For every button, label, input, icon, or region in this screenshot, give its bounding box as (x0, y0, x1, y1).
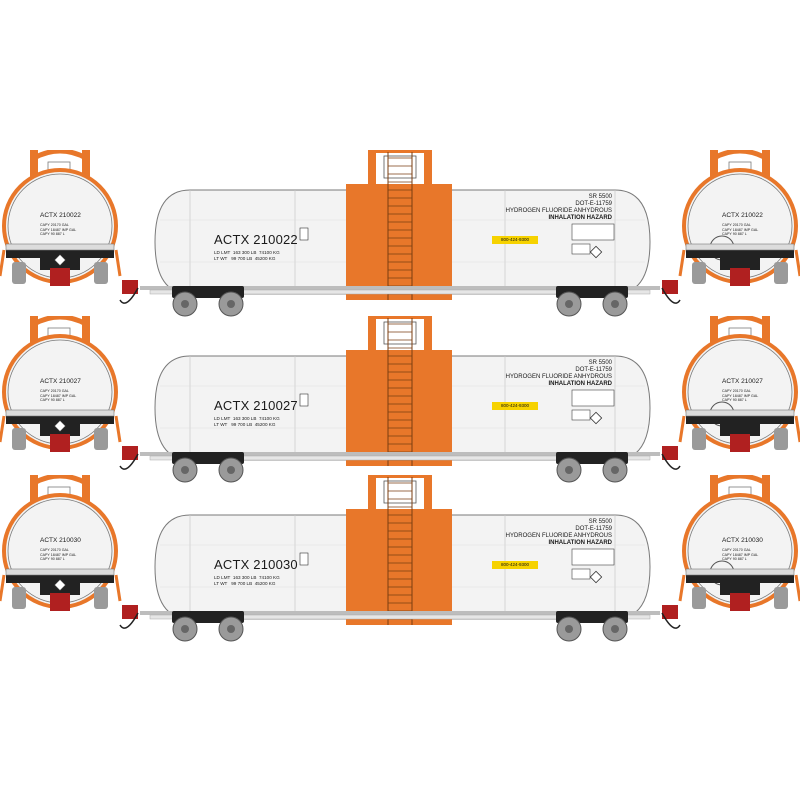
end-capacity-right: CAPY 20170 GAL CAPY 18487 IMP GAL CAPY 9… (722, 548, 759, 561)
end-reporting-mark-left: ACTX 210030 (40, 537, 81, 544)
end-reporting-mark-right: ACTX 210022 (722, 212, 763, 219)
tank-car-drawing (0, 475, 800, 642)
end-view-left (0, 316, 122, 452)
end-reporting-mark-left: ACTX 210027 (40, 378, 81, 385)
end-view-right (678, 316, 800, 452)
end-capacity-right: CAPY 20170 GAL CAPY 18487 IMP GAL CAPY 9… (722, 389, 759, 402)
side-view (119, 316, 681, 483)
emergency-phone-placard: 800-424-9300 (492, 402, 538, 410)
tank-car-row: ACTX 210027 LD LMT 163 300 LB 74100 KG L… (0, 316, 800, 486)
side-view (119, 150, 681, 317)
end-view-right (678, 475, 800, 611)
side-view (119, 475, 681, 642)
end-reporting-mark-left: ACTX 210022 (40, 212, 81, 219)
hazmat-stencil: SR 5500 DOT-E-11759 HYDROGEN FLUORIDE AN… (505, 519, 612, 546)
end-capacity-left: CAPY 20170 GAL CAPY 18487 IMP GAL CAPY 9… (40, 548, 77, 561)
weight-block: LD LMT 163 300 LB 74100 KG LT WT 99 700 … (214, 575, 280, 586)
end-view-right (678, 150, 800, 286)
tank-car-row: ACTX 210030 LD LMT 163 300 LB 74100 KG L… (0, 475, 800, 645)
tank-car-row: ACTX 210022 LD LMT 163 300 LB 74100 KG L… (0, 150, 800, 320)
hazmat-stencil: SR 5500 DOT-E-11759 HYDROGEN FLUORIDE AN… (505, 360, 612, 387)
end-reporting-mark-right: ACTX 210030 (722, 537, 763, 544)
weight-block: LD LMT 163 300 LB 74100 KG LT WT 99 700 … (214, 250, 280, 261)
tank-car-drawing (0, 316, 800, 483)
reporting-mark: ACTX 210022 (214, 232, 298, 247)
emergency-phone-placard: 800-424-9300 (492, 236, 538, 244)
hazmat-stencil: SR 5500 DOT-E-11759 HYDROGEN FLUORIDE AN… (505, 194, 612, 221)
emergency-phone-placard: 800-424-9300 (492, 561, 538, 569)
end-capacity-right: CAPY 20170 GAL CAPY 18487 IMP GAL CAPY 9… (722, 223, 759, 236)
end-view-left (0, 475, 122, 611)
end-reporting-mark-right: ACTX 210027 (722, 378, 763, 385)
end-view-left (0, 150, 122, 286)
reporting-mark: ACTX 210030 (214, 557, 298, 572)
weight-block: LD LMT 163 300 LB 74100 KG LT WT 99 700 … (214, 416, 280, 427)
end-capacity-left: CAPY 20170 GAL CAPY 18487 IMP GAL CAPY 9… (40, 223, 77, 236)
tank-car-drawing (0, 150, 800, 317)
reporting-mark: ACTX 210027 (214, 398, 298, 413)
end-capacity-left: CAPY 20170 GAL CAPY 18487 IMP GAL CAPY 9… (40, 389, 77, 402)
